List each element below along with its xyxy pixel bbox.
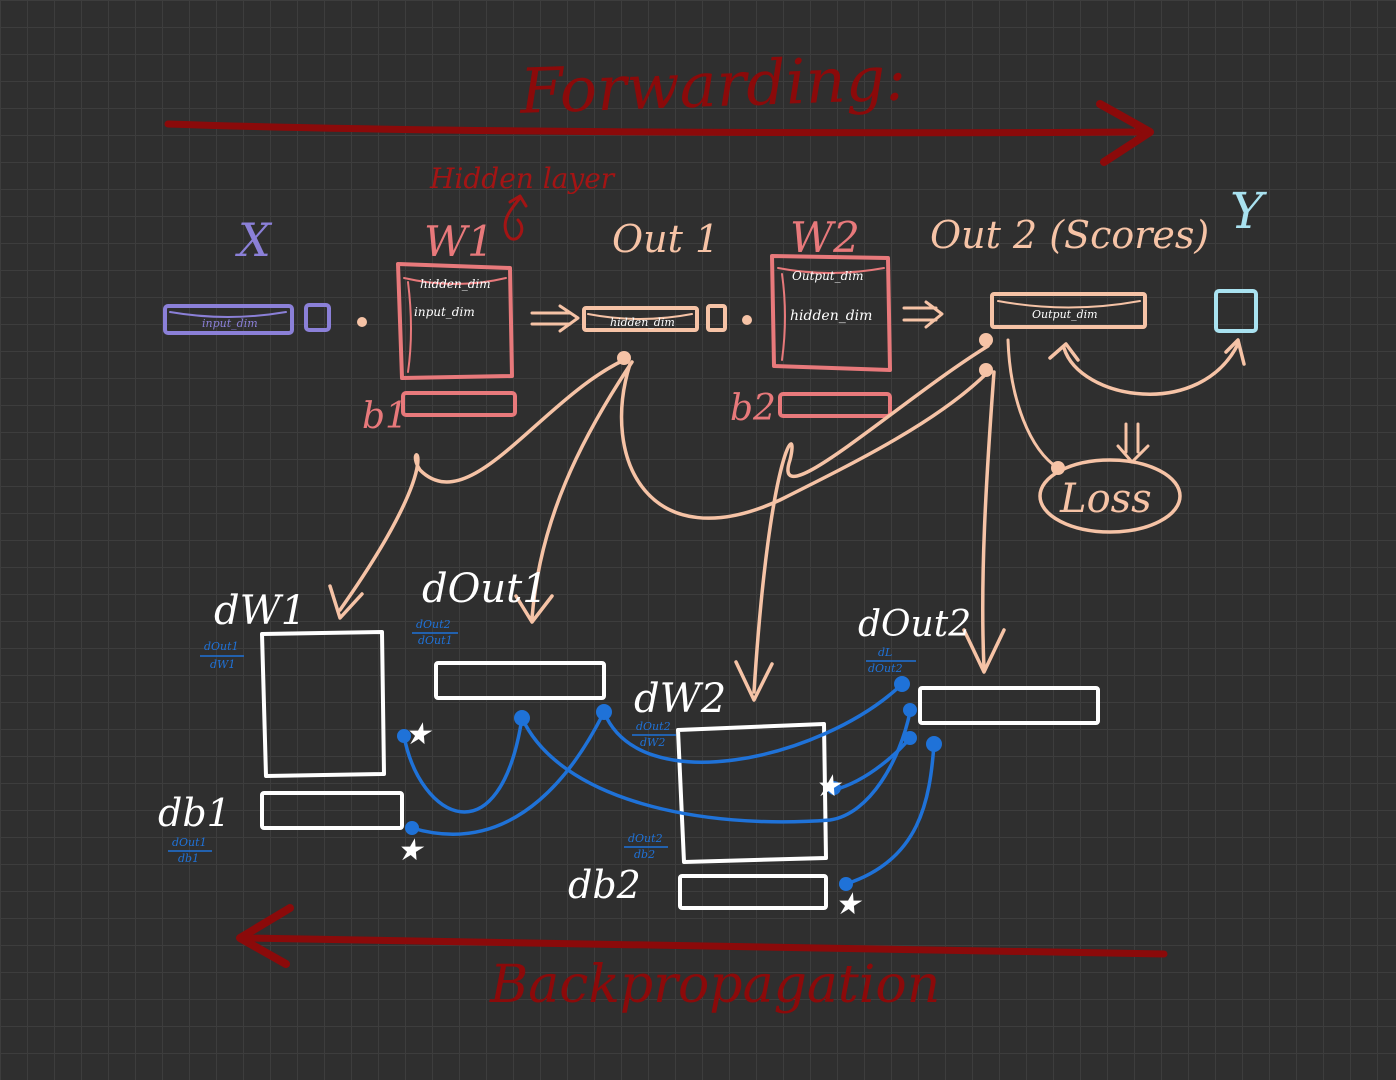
dw1-fraction: dOut1 dW1 [200,640,244,671]
svg-text:dOut1: dOut1 [204,640,239,653]
dw2-label: dW2 [634,676,726,722]
svg-text:dOut2: dOut2 [636,720,671,733]
dot-operator-1 [357,317,367,327]
b1-label: b1 [362,396,408,437]
chain-rule-curves [397,676,942,891]
dw2-fraction: dOut2 dW2 [632,720,676,749]
dout2-vector [918,686,1100,725]
out2-y-compare [1048,338,1246,464]
hidden-layer-note: Hidden layer [429,162,616,195]
b2-label: b2 [730,388,776,429]
forward-step-arrow-2 [902,300,944,329]
svg-text:dOut1: dOut1 [172,836,207,849]
out2-label: Out 2 (Scores) [930,213,1209,257]
forwarding-title: Forwarding: [518,41,908,127]
b1-vector [401,391,517,417]
out1-label: Out 1 [612,217,719,261]
dw1-label: dW1 [214,588,306,634]
svg-text:dL: dL [878,646,892,659]
out1-vector: hidden_dim [582,306,699,332]
dout2-fraction: dL dOut2 [866,646,916,675]
out2-to-loss [1006,338,1060,470]
star-db2: ★ [834,887,863,922]
svg-text:dOut2: dOut2 [416,618,451,631]
db1-vector [260,791,404,830]
w1-matrix: hidden_dim input_dim [396,262,514,380]
db2-vector [678,874,828,910]
y-box [1214,289,1258,333]
y-label: Y [1230,182,1267,240]
dw1-matrix [260,630,386,778]
db1-label: db1 [158,791,231,835]
out1-dim-label: hidden_dim [610,316,675,329]
out1-scalar-box [706,304,727,332]
svg-text:dW1: dW1 [210,658,235,671]
w2-side-dim: hidden_dim [790,308,872,324]
out2-dim-label: Output_dim [1032,308,1098,321]
svg-text:dOut2: dOut2 [628,832,663,845]
x-label: X [235,213,273,267]
dout1-label: dOut1 [422,566,548,612]
dot-operator-2 [742,315,752,325]
db2-fraction: dOut2 db2 [624,832,668,861]
x-vector: input_dim [163,304,294,335]
b2-vector [778,392,892,418]
star-dw1: ★ [404,717,433,752]
forward-step-arrow-1 [530,304,580,333]
w2-label: W2 [790,213,860,262]
w2-matrix: Output_dim hidden_dim [770,254,892,372]
svg-text:dW2: dW2 [640,736,665,749]
dout1-fraction: dOut2 dOut1 [412,618,458,647]
w2-top-dim: Output_dim [792,269,864,283]
loss-node: Loss [1038,458,1182,534]
svg-text:db2: db2 [634,848,655,861]
x-dim-label: input_dim [202,317,258,330]
w1-top-dim: hidden_dim [420,277,491,291]
backprop-arrow [236,904,1168,968]
x-scalar-box [304,303,331,332]
svg-text:dOut1: dOut1 [418,634,453,647]
loss-label: Loss [1059,476,1152,522]
svg-text:db1: db1 [178,852,199,865]
forward-arrow [164,100,1154,166]
hidden-layer-curl [503,196,524,241]
dout1-vector [434,661,606,700]
db2-label: db2 [568,863,641,907]
out2-vector: Output_dim [990,292,1147,329]
star-db1: ★ [396,833,425,868]
db1-fraction: dOut1 db1 [168,836,212,865]
dout2-label: dOut2 [858,604,971,645]
dw2-matrix [676,722,828,864]
star-dw2: ★ [814,769,843,804]
svg-text:dOut2: dOut2 [868,662,903,675]
dependency-curves [328,333,1006,702]
backpropagation-title: Backpropagation [489,955,940,1015]
w1-side-dim: input_dim [414,305,475,319]
w1-label: W1 [424,217,494,266]
